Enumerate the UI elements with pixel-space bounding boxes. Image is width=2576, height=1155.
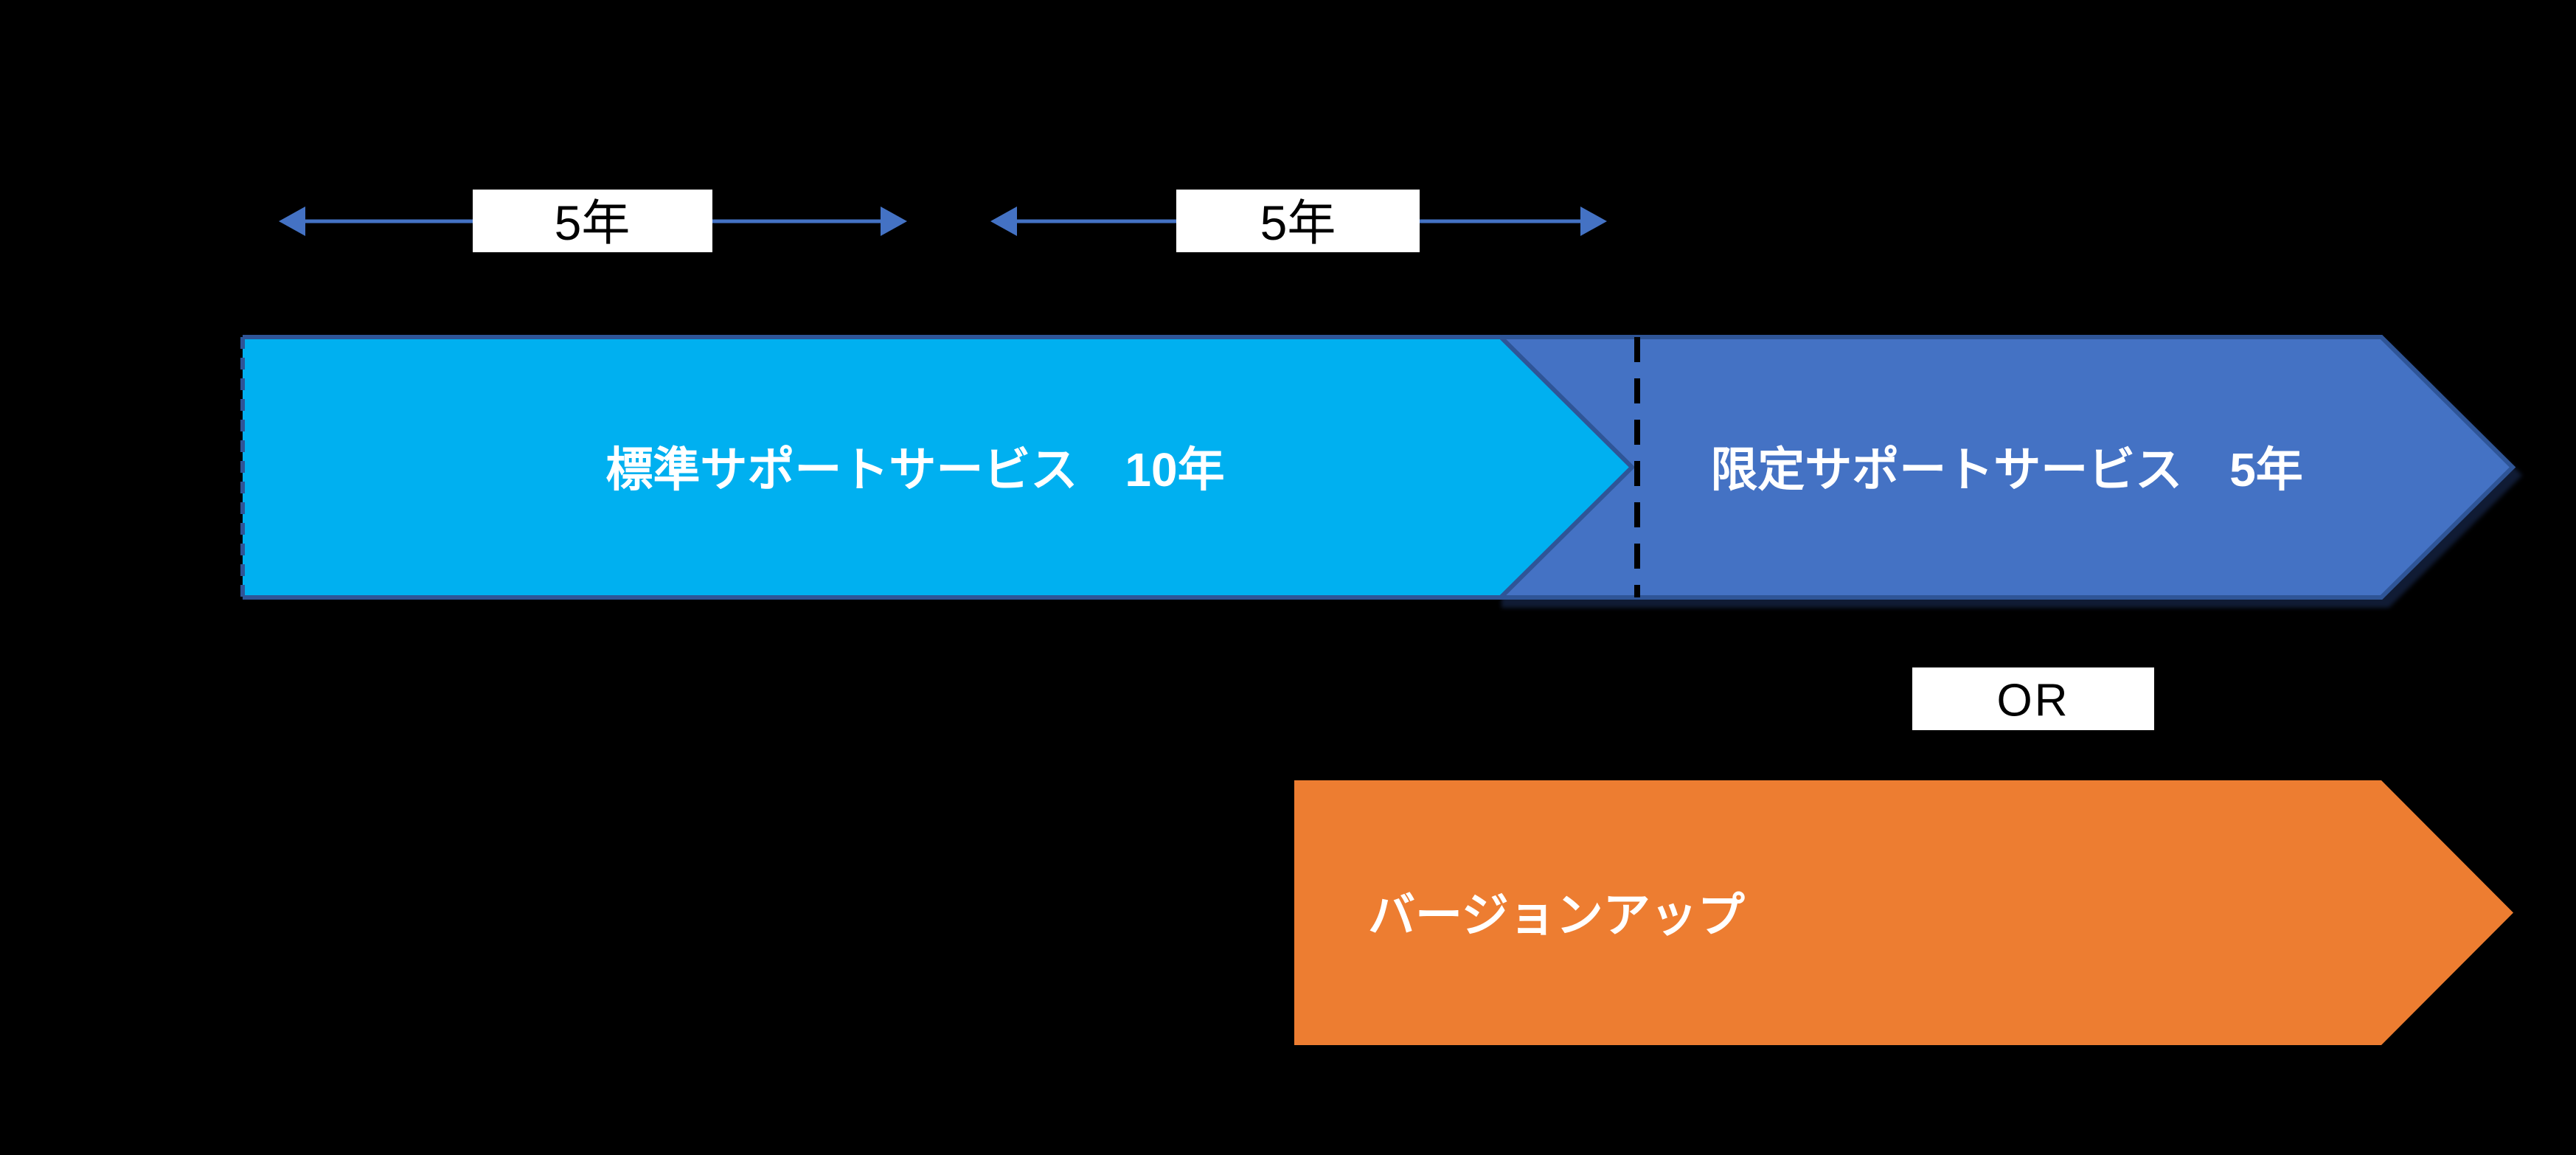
span-arrow-2: 5年 — [990, 190, 1607, 252]
span-arrow-2-right-arrowhead-icon — [1580, 207, 1607, 236]
span-label-box-1 — [473, 190, 712, 252]
standard-support-outline — [243, 335, 1636, 600]
or-label-text: OR — [1997, 676, 2070, 726]
standard-support-label: 標準サポートサービス 10年 — [605, 443, 1224, 496]
span-arrow-1-left-arrowhead-icon — [279, 207, 305, 236]
limited-support-arrow: 限定サポートサービス 5年 — [1495, 335, 2516, 600]
version-up-shape — [1294, 780, 2513, 1045]
span-arrow-1: 5年 — [279, 190, 907, 252]
standard-support-shape — [243, 337, 1632, 597]
or-label-group: OR — [1912, 667, 2154, 730]
span-arrow-2-left-arrowhead-icon — [990, 207, 1017, 236]
standard-support-arrow: 標準サポートサービス 10年 — [240, 335, 1636, 600]
span-label-box-2 — [1176, 190, 1420, 252]
span-label-1: 5年 — [555, 195, 631, 250]
or-label-box — [1912, 667, 2154, 730]
limited-support-label: 限定サポートサービス 5年 — [1710, 443, 2303, 496]
version-up-label: バージョンアップ — [1368, 889, 1745, 942]
span-label-2: 5年 — [1260, 195, 1336, 250]
span-arrow-1-right-arrowhead-icon — [881, 207, 907, 236]
version-up-arrow: バージョンアップ — [1294, 780, 2513, 1045]
